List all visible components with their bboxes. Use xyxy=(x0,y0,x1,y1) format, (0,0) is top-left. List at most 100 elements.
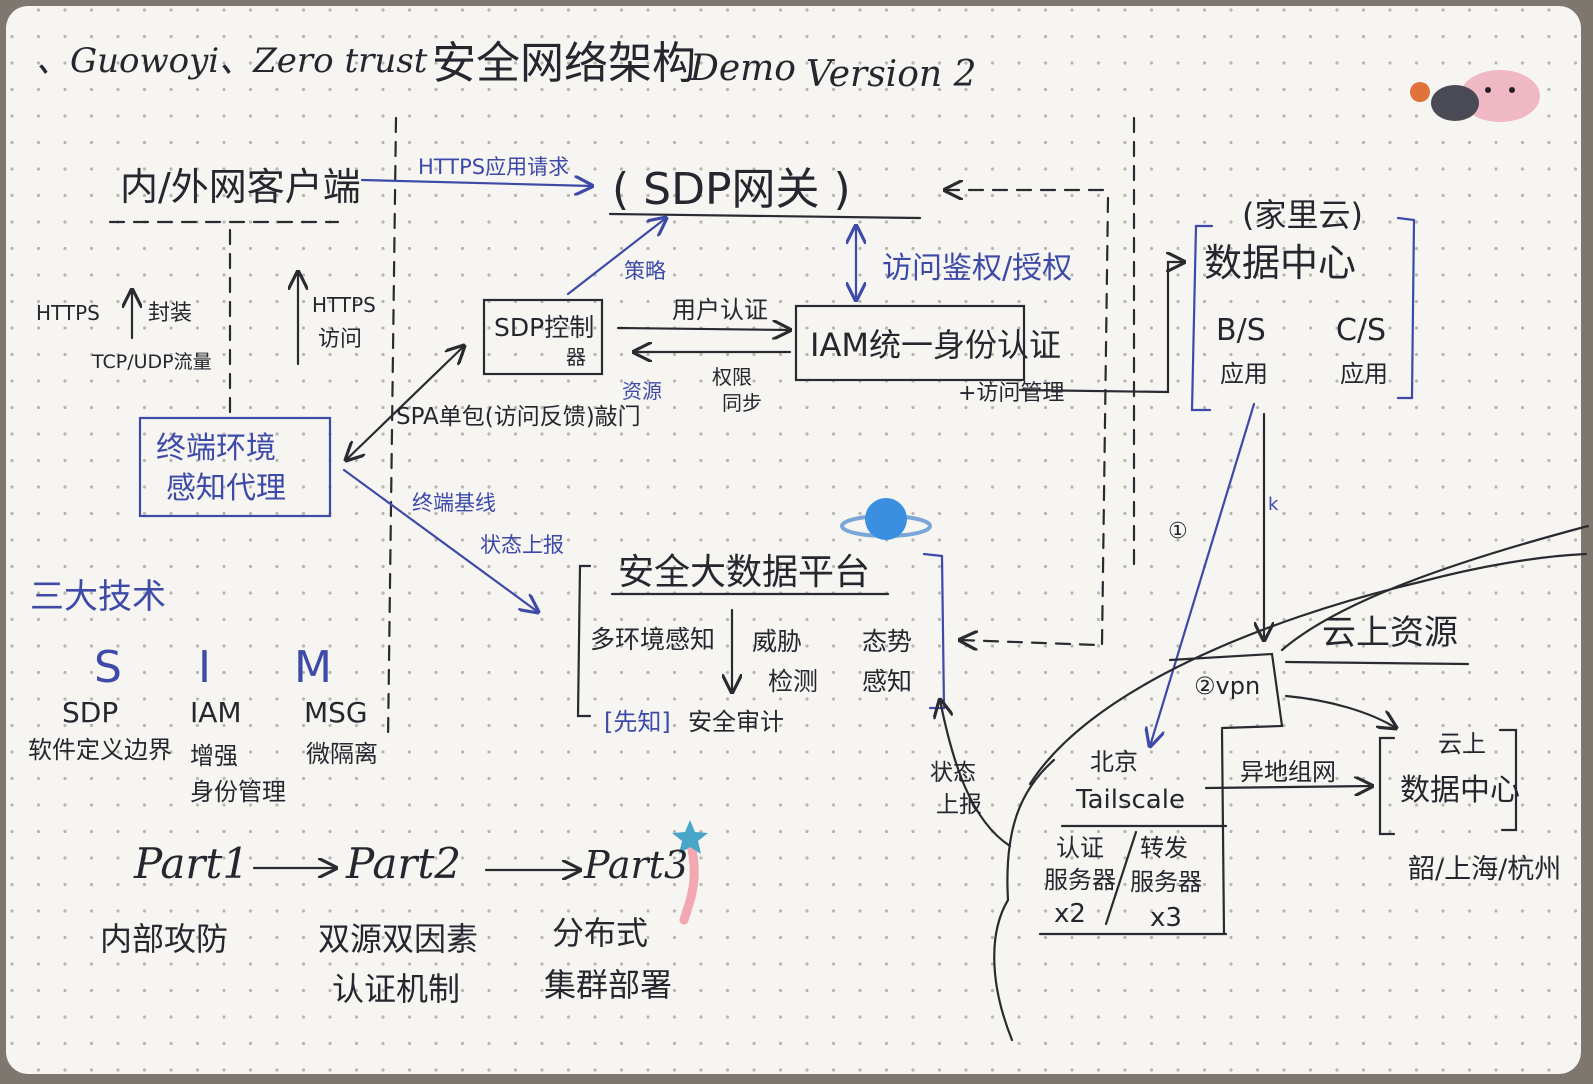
k-label: k xyxy=(1268,494,1279,515)
strategy-label: 策略 xyxy=(624,259,666,283)
title-cn: 安全网络架构 xyxy=(432,38,696,89)
spa-label: SPA单包(访问反馈)敲门 xyxy=(396,404,641,430)
relay-server-1: 转发 xyxy=(1140,834,1188,862)
tech-name: IAM xyxy=(190,696,242,729)
planet-sticker-icon xyxy=(840,498,932,540)
sdp-controller-line2: 器 xyxy=(566,345,586,369)
part-3: Part3 分布式 集群部署 xyxy=(544,843,688,1004)
sdp-controller-box xyxy=(482,298,604,376)
cloud-outline-left xyxy=(993,758,1056,1042)
vpn-to-cloud-dc-arrow xyxy=(1284,694,1396,728)
state-report-arrow xyxy=(940,700,1012,848)
cloud-res-underline xyxy=(1284,660,1470,666)
right-dash-vertical xyxy=(1100,196,1110,647)
bigdata-env: 多环境感知 xyxy=(590,625,715,654)
iam-node: IAM统一身份认证 xyxy=(810,326,1061,364)
cloud-dc-bracket-right xyxy=(1498,728,1518,832)
vpn-box xyxy=(1168,652,1284,730)
baseline-label-1: 终端基线 xyxy=(412,491,496,515)
circle1-label: ① xyxy=(1168,519,1188,544)
bigdata-title: 安全大数据平台 xyxy=(618,552,870,593)
client-node: 内/外网客户端 xyxy=(120,165,361,209)
state-label-2: 上报 xyxy=(936,792,982,818)
bigdata-threat-2: 检测 xyxy=(768,667,818,696)
terminal-agent-line1: 终端环境 xyxy=(156,431,276,466)
tech-desc-2: 身份管理 xyxy=(190,778,286,806)
terminal-agent-line2: 感知代理 xyxy=(166,471,286,506)
access-mgmt-label: +访问管理 xyxy=(958,381,1064,406)
bigdata-audit: 安全审计 xyxy=(688,708,784,736)
tcp-udp-label: TCP/UDP流量 xyxy=(91,351,212,373)
dc-bracket-right xyxy=(1396,216,1416,400)
resource-label: 资源 xyxy=(622,379,662,403)
bigdata-bracket-left xyxy=(576,564,592,718)
tech-col-s: S SDP 软件定义边界 xyxy=(28,642,172,764)
https-wrap-label-2: 封装 xyxy=(148,301,192,326)
dc-bs-1: B/S xyxy=(1216,313,1266,348)
part-label: Part2 xyxy=(345,839,461,888)
dc-home-label: (家里云) xyxy=(1242,196,1363,234)
vpn-label: ②vpn xyxy=(1194,672,1260,700)
https-app-arrow xyxy=(360,180,592,186)
strategy-arrow xyxy=(566,218,666,296)
sdp-gateway-node: ( SDP网关 ) xyxy=(612,164,851,215)
title-version: Version 2 xyxy=(806,54,976,95)
iam-box xyxy=(794,304,1026,382)
part-2: Part2 双源双因素 认证机制 xyxy=(318,839,478,1008)
cat-sticker-icon xyxy=(1410,70,1540,122)
part-desc: 双源双因素 xyxy=(318,920,478,958)
dc-bs-2: 应用 xyxy=(1220,360,1268,388)
part-desc-2: 集群部署 xyxy=(544,966,672,1004)
dc-title: 数据中心 xyxy=(1204,241,1356,285)
sdp-controller-line1: SDP控制 xyxy=(494,313,594,342)
https-access-label-2: 访问 xyxy=(318,327,362,352)
part-1: Part1 内部攻防 xyxy=(100,839,249,958)
user-auth-label: 用户认证 xyxy=(672,296,768,324)
part-label: Part3 xyxy=(583,843,688,887)
permission-label-2: 同步 xyxy=(722,391,762,415)
terminal-agent-box xyxy=(138,416,332,518)
baseline-arrow xyxy=(342,468,538,612)
star-sticker-icon xyxy=(672,820,708,925)
auth-server-2: 服务器 xyxy=(1044,866,1116,894)
bigdata-situation-2: 感知 xyxy=(862,667,912,696)
server-divider xyxy=(1104,830,1138,926)
tech-desc: 微隔离 xyxy=(306,740,378,768)
spa-arrow xyxy=(346,346,464,460)
auth-server-1: 认证 xyxy=(1056,834,1104,862)
cloud-dc-bracket-left xyxy=(1378,736,1396,836)
auth-server-3: x2 xyxy=(1054,899,1086,929)
https-wrap-label-1: HTTPS xyxy=(36,301,100,325)
https-access-label-1: HTTPS xyxy=(312,293,376,317)
bigdata-audit-tag: [先知] xyxy=(604,708,671,736)
tech-col-i: I IAM 增强 身份管理 xyxy=(190,642,286,806)
bigdata-dash-link xyxy=(960,640,1100,645)
cloud-res-label: 云上资源 xyxy=(1322,613,1458,653)
part-desc: 内部攻防 xyxy=(100,920,228,958)
tech-letter: I xyxy=(198,642,211,693)
tech-letter: M xyxy=(294,642,332,693)
dc-cs-1: C/S xyxy=(1336,313,1386,348)
cloud-outline-inner xyxy=(1280,524,1590,652)
cloud-dc-line2: 数据中心 xyxy=(1400,773,1520,808)
https-app-label: HTTPS应用请求 xyxy=(418,155,569,179)
page-title: 、Guowoyi、Zero trust 安全网络架构 Demo Version … xyxy=(36,38,976,95)
cloud-outline-top xyxy=(1028,552,1588,786)
cross-region-arrow xyxy=(1204,786,1372,788)
tailscale-right-edge xyxy=(1220,728,1226,936)
relay-server-3: x3 xyxy=(1150,903,1182,933)
tech-name: SDP xyxy=(62,696,118,729)
part-desc-2: 认证机制 xyxy=(332,970,460,1008)
part-desc: 分布式 xyxy=(552,914,648,952)
title-author: 、Guowoyi、Zero trust xyxy=(36,41,428,81)
cities-label: 韶/上海/杭州 xyxy=(1408,854,1561,885)
tailscale-line2: Tailscale xyxy=(1075,785,1185,815)
tech-col-m: M MSG 微隔离 xyxy=(294,642,378,768)
bigdata-threat-1: 威胁 xyxy=(752,627,802,656)
dc-cs-2: 应用 xyxy=(1340,360,1388,388)
part-label: Part1 xyxy=(133,839,249,888)
dc-to-tailscale-arrow xyxy=(1150,402,1256,746)
relay-server-2: 服务器 xyxy=(1130,868,1202,896)
